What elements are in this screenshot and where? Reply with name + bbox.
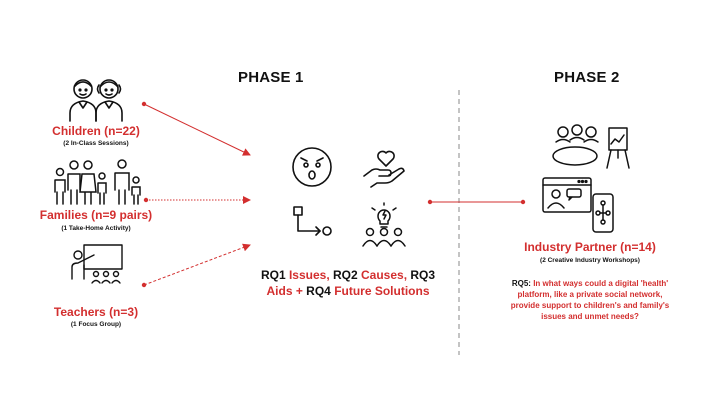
rq2-word: Causes,	[361, 268, 408, 282]
children-arrow	[143, 103, 251, 156]
rq3-word: Aids +	[266, 284, 303, 298]
families-label: Families (n=9 pairs)	[39, 208, 153, 222]
families-sub: (1 Take-Home Activity)	[61, 225, 131, 232]
rq5-question: RQ5: In what ways could a digital 'healt…	[508, 278, 672, 322]
family-icon	[54, 159, 141, 205]
rq5-code: RQ5:	[511, 279, 534, 288]
rq2-code: RQ2	[329, 268, 361, 282]
teachers-arrow	[143, 243, 251, 286]
teachers-sub: (1 Focus Group)	[70, 321, 122, 328]
teacher-icon	[71, 244, 123, 284]
idea-team-icon	[362, 202, 406, 247]
rq4-code: RQ4	[302, 284, 335, 298]
children-icon	[69, 79, 123, 122]
social-platform-icon	[542, 177, 614, 233]
process-flow-icon	[293, 206, 332, 236]
industry-label: Industry Partner (n=14)	[524, 240, 656, 254]
phase-link-dot-right	[520, 199, 526, 205]
rq3-code: RQ3	[407, 268, 436, 282]
rq1-code: RQ1	[260, 268, 289, 282]
children-label: Children (n=22)	[52, 124, 140, 138]
heart-hand-icon	[363, 150, 405, 188]
research-questions: RQ1 Issues, RQ2 Causes, RQ3 Aids + RQ4 F…	[248, 267, 448, 299]
teachers-label: Teachers (n=3)	[53, 305, 139, 319]
workshop-meeting-icon	[552, 124, 630, 169]
rq5-text: In what ways could a digital 'health' pl…	[510, 279, 670, 321]
rq4-word: Future Solutions	[334, 284, 430, 298]
rq1-word: Issues,	[288, 268, 330, 282]
industry-sub: (2 Creative Industry Workshops)	[540, 257, 640, 264]
phase2-title: PHASE 2	[554, 69, 620, 86]
phase1-title: PHASE 1	[238, 69, 304, 86]
children-sub: (2 In-Class Sessions)	[63, 140, 129, 147]
confused-face-icon	[292, 147, 332, 187]
